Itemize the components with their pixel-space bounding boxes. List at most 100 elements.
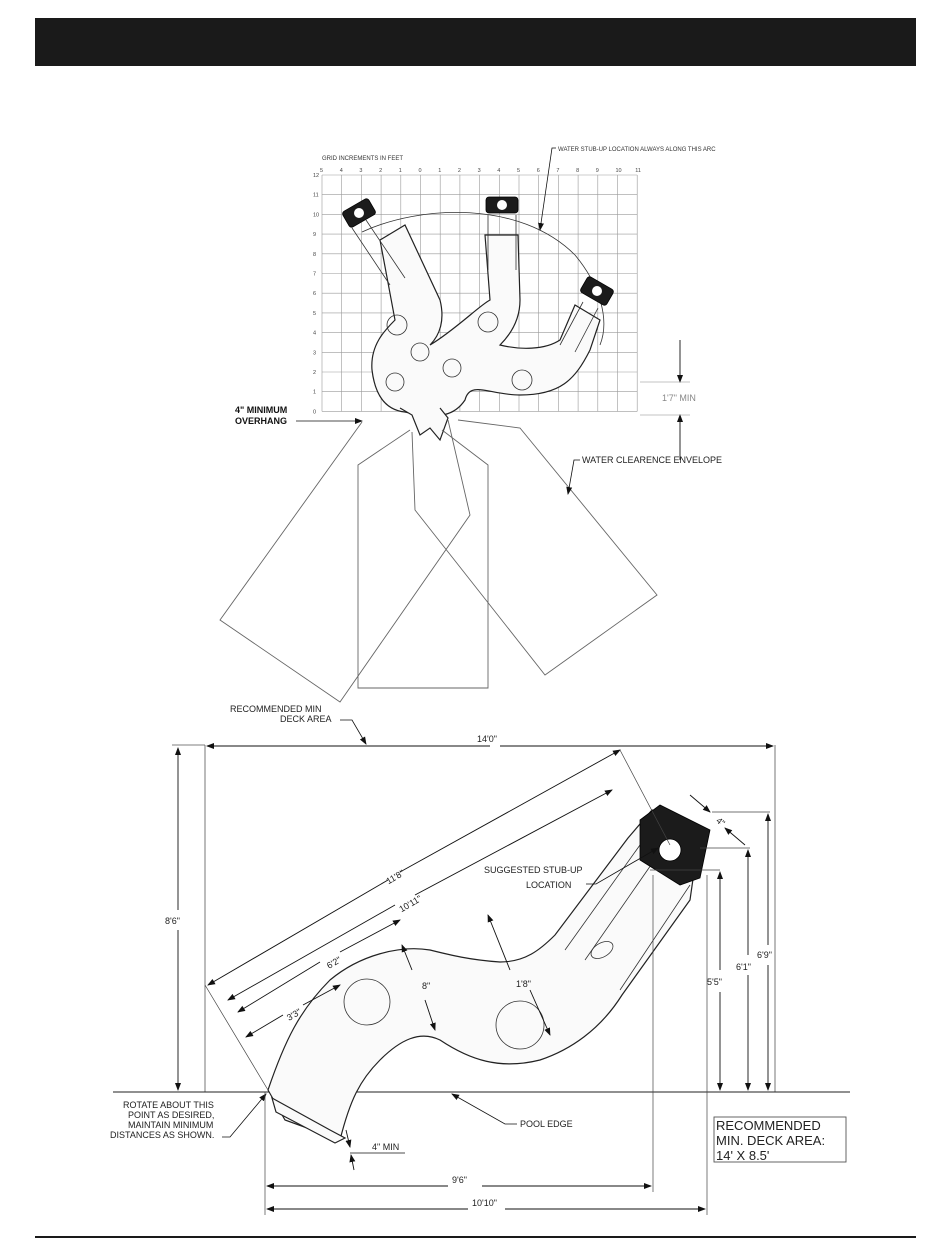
min-overhang-label-2: OVERHANG xyxy=(235,416,287,426)
clearance-envelope-label: WATER CLEARENCE ENVELOPE xyxy=(582,455,722,465)
x-tick-label: 7 xyxy=(556,168,559,174)
y-tick-label: 12 xyxy=(313,173,319,179)
x-tick-label: 3 xyxy=(359,168,362,174)
y-tick-label: 6 xyxy=(313,291,316,297)
slide-exit-lip xyxy=(271,1096,347,1144)
slide-body-top xyxy=(371,224,601,417)
min-overhang-label-1: 4" MINIMUM xyxy=(235,405,287,415)
header-bar xyxy=(35,18,916,66)
pool-edge-leader xyxy=(451,1093,517,1125)
stub-up-label-1: SUGGESTED STUB-UP xyxy=(484,865,583,875)
dim-10-11-label: 10'11" xyxy=(397,893,423,914)
footer-rule xyxy=(35,1236,916,1238)
porthole-5 xyxy=(511,369,533,391)
rotate-note-3: MAINTAIN MINIMUM xyxy=(128,1120,213,1130)
dim-6-9-label: 6'9" xyxy=(757,950,772,960)
x-tick-label: 8 xyxy=(576,168,579,174)
x-tick-label: 10 xyxy=(616,168,622,174)
stub-up-leader xyxy=(538,147,556,231)
y-tick-label: 8 xyxy=(313,252,316,258)
recommended-box-line1: RECOMMENDED xyxy=(716,1118,821,1133)
y-tick-label: 11 xyxy=(313,193,319,199)
x-tick-label: 11 xyxy=(635,168,641,174)
x-tick-label: 6 xyxy=(537,168,540,174)
y-tick-label: 10 xyxy=(313,212,319,218)
x-tick-label: 0 xyxy=(419,168,422,174)
porthole-6 xyxy=(385,372,405,392)
stub-up-leader-bottom xyxy=(586,847,659,885)
stub-up-note-line1: WATER STUB-UP LOCATION ALWAYS ALONG THIS… xyxy=(558,147,716,153)
four-min-b xyxy=(349,1154,356,1171)
slide-exit xyxy=(399,407,449,442)
top-4-label: 4" xyxy=(714,815,727,828)
y-tick-label: 1 xyxy=(313,390,316,396)
clearance-min-label: 1'7" MIN xyxy=(662,393,696,403)
dim-6-1-label: 6'1" xyxy=(736,962,751,972)
porthole-a xyxy=(343,978,391,1026)
height-dim-label: 8'6" xyxy=(165,916,180,926)
gap-8-bottom xyxy=(424,999,436,1031)
y-tick-label: 4 xyxy=(313,331,316,337)
x-tick-label: 3 xyxy=(478,168,481,174)
top-4-dim-b xyxy=(724,827,746,846)
dim-9-6-label: 9'6" xyxy=(452,1175,467,1185)
clearance-envelope-right xyxy=(411,419,658,676)
deck-area-label-1: RECOMMENDED MIN xyxy=(230,704,322,714)
gap-1-8-top xyxy=(487,914,511,971)
x-tick-label: 2 xyxy=(379,168,382,174)
dim-11-8-right xyxy=(399,749,621,873)
rotate-leader xyxy=(222,1093,267,1138)
x-tick-label: 5 xyxy=(517,168,520,174)
width-dim-label: 14'0" xyxy=(477,734,497,744)
rotate-note-1: ROTATE ABOUT THIS xyxy=(123,1100,214,1110)
porthole-3 xyxy=(477,311,499,333)
rotate-note-4: DISTANCES AS SHOWN. xyxy=(110,1130,214,1140)
porthole-2 xyxy=(410,342,430,362)
ladder-head-2 xyxy=(485,196,519,270)
dim-3-3-left xyxy=(245,1014,284,1038)
dim-5-5-label: 5'5" xyxy=(707,977,722,987)
stub-up-circle xyxy=(658,838,682,862)
four-min-label: 4" MIN xyxy=(372,1142,399,1152)
y-tick-label: 3 xyxy=(313,350,316,356)
dim-ext-1 xyxy=(204,984,269,1091)
ladder-head-1 xyxy=(342,198,406,286)
clearance-envelope-left xyxy=(219,419,471,703)
stub-up-arc xyxy=(361,211,605,346)
handhold xyxy=(590,941,614,959)
dim-11-8-left xyxy=(207,879,389,986)
rotate-note-2: POINT AS DESIRED, xyxy=(128,1110,214,1120)
porthole-b xyxy=(495,1000,545,1050)
recommended-box xyxy=(713,1116,847,1163)
slide-top-view xyxy=(342,196,614,442)
grid-title: GRID INCREMENTS IN FEET xyxy=(322,156,403,162)
y-tick-label: 0 xyxy=(313,409,316,415)
dim-ext-2 xyxy=(619,749,671,846)
clearance-envelope-center xyxy=(357,429,489,689)
y-tick-label: 7 xyxy=(313,272,316,278)
slide-body-bottom xyxy=(267,809,701,1141)
slide-bottom-view xyxy=(267,804,711,1144)
deck-area-label-2: DECK AREA xyxy=(280,714,332,724)
dim-6-2-right xyxy=(339,919,401,953)
dim-3-3-right xyxy=(302,984,341,1006)
bottom-view: RECOMMENDED MIN DECK AREA 14'0" 8'6" xyxy=(110,704,850,1215)
pool-edge-label: POOL EDGE xyxy=(520,1119,573,1129)
ladder-head-3 xyxy=(559,276,614,353)
stub-up-label-2: LOCATION xyxy=(526,880,571,890)
x-tick-label: 2 xyxy=(458,168,461,174)
x-tick-label: 4 xyxy=(340,168,343,174)
recommended-box-line3: 14' X 8.5' xyxy=(716,1148,769,1163)
y-tick-label: 2 xyxy=(313,370,316,376)
x-tick-label: 9 xyxy=(596,168,599,174)
x-tick-label: 1 xyxy=(438,168,441,174)
four-min-a xyxy=(345,1129,352,1148)
ladder-rails xyxy=(564,844,691,991)
gap-1-8-label: 1'8" xyxy=(516,979,531,989)
recommended-box-line2: MIN. DECK AREA: xyxy=(716,1133,825,1148)
dim-6-2-label: 6'2" xyxy=(325,955,343,971)
dim-6-2-left xyxy=(237,961,321,1013)
